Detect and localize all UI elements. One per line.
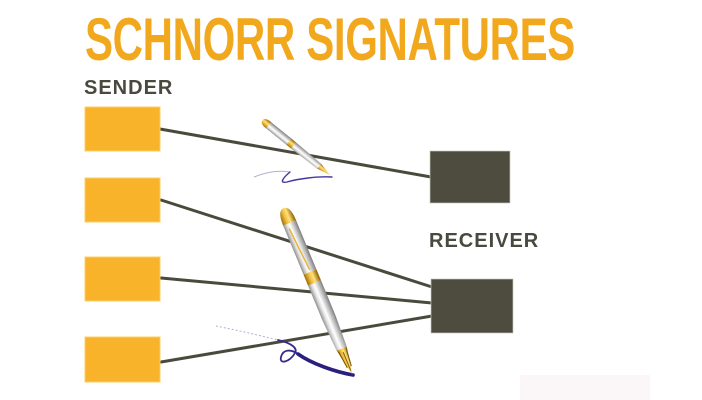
connection-line-4 xyxy=(159,314,434,364)
receiver-label: RECEIVER xyxy=(429,230,540,252)
signature-scribble-small-icon xyxy=(253,170,333,184)
receiver-box-1 xyxy=(429,150,511,204)
connection-line-3 xyxy=(159,276,434,305)
sender-box-3 xyxy=(84,256,161,302)
receiver-box-2 xyxy=(430,278,514,334)
sender-box-4 xyxy=(84,336,161,383)
ballpoint-pen-icon xyxy=(261,119,330,175)
sender-box-1 xyxy=(84,106,161,152)
watermark-block xyxy=(520,375,650,400)
sender-boxes-layer xyxy=(84,106,161,383)
page-title: SCHNORR SIGNATURES xyxy=(85,6,575,73)
sender-box-2 xyxy=(84,177,161,223)
connection-line-1 xyxy=(158,127,433,179)
signature-scribble-large-icon xyxy=(215,325,355,377)
sender-label: SENDER xyxy=(84,77,174,99)
fountain-pen-icon xyxy=(280,207,353,375)
receiver-boxes-layer xyxy=(429,150,514,334)
